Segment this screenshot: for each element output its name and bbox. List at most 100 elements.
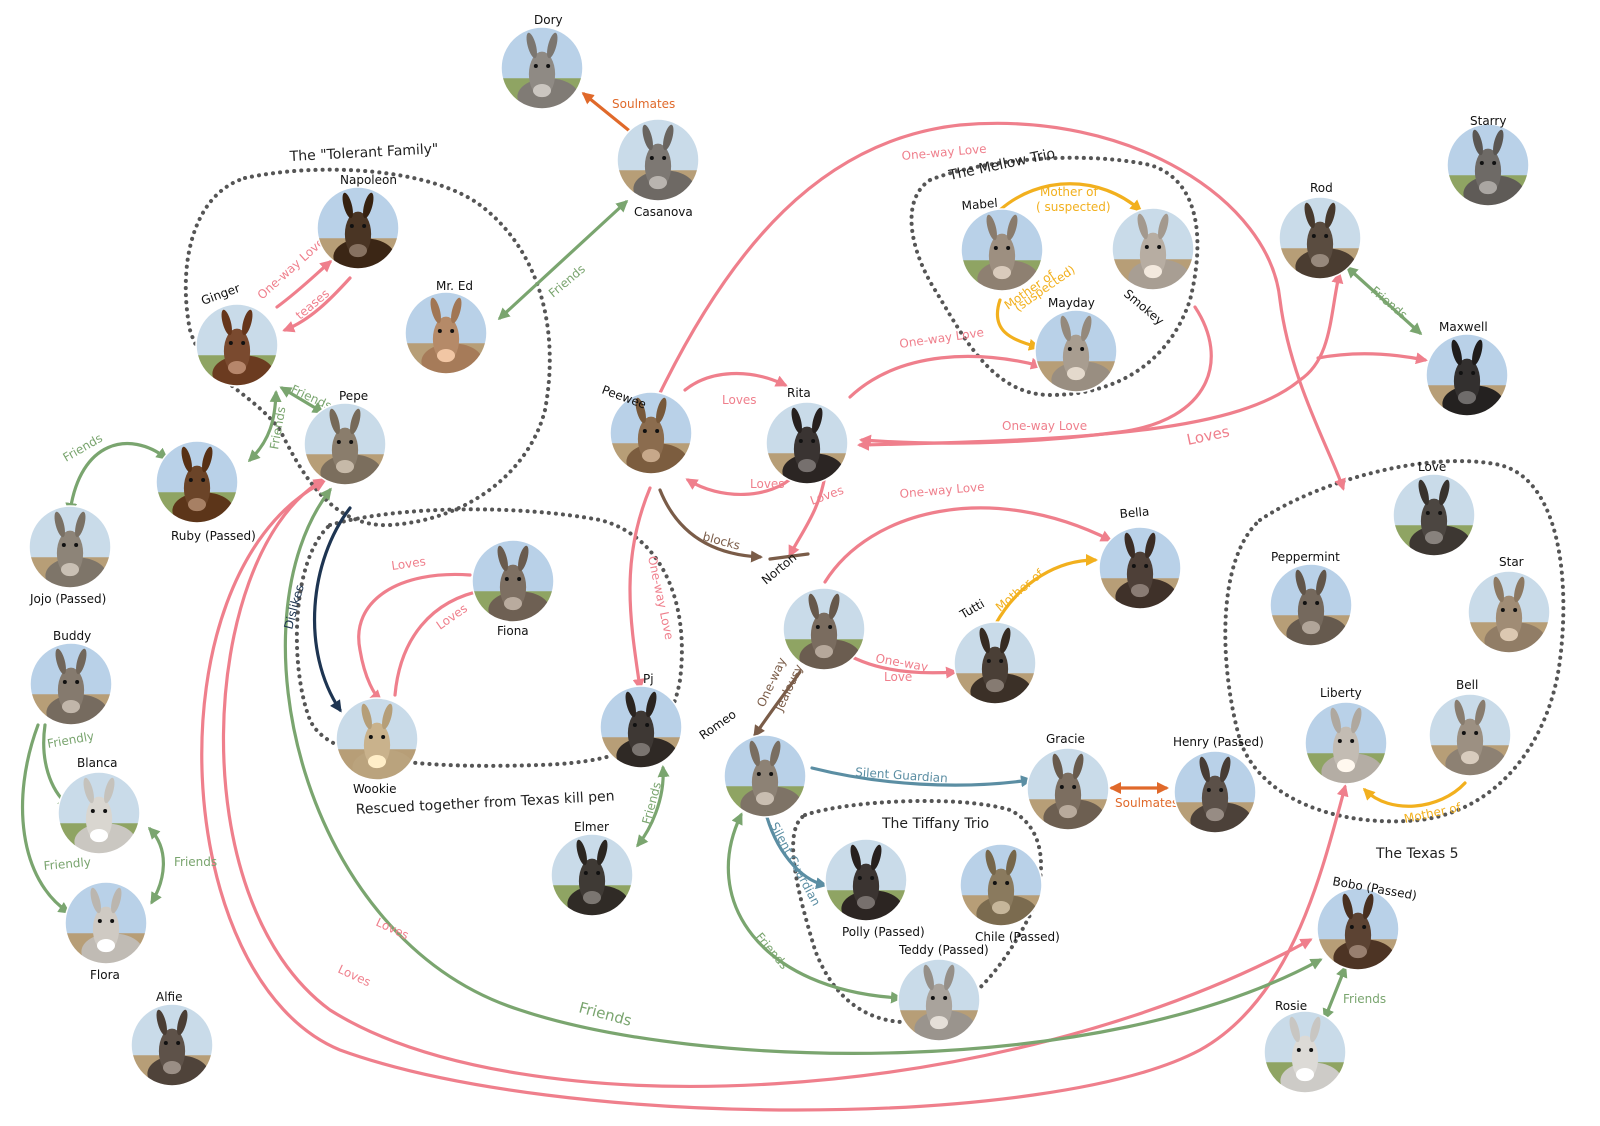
donkey-node-teddy[interactable]: Teddy (Passed) <box>897 943 989 1051</box>
donkey-node-alfie[interactable]: Alfie <box>130 990 214 1096</box>
donkey-name: Dory <box>534 13 563 27</box>
donkey-name: Wookie <box>353 782 397 796</box>
label-loves-pepe-bobo: Loves <box>374 915 411 942</box>
donkey-node-gracie[interactable]: Gracie <box>1026 732 1110 840</box>
edge-block-bar <box>768 552 810 561</box>
donkey-node-smokey[interactable]: Smokey <box>1111 207 1195 328</box>
label-soulmates-gracie-henry: Soulmates <box>1115 796 1178 810</box>
donkey-name: Bell <box>1456 678 1478 692</box>
edge-loves-rita-norton <box>788 473 827 558</box>
edge-oneway-norton-bella <box>823 506 1113 584</box>
donkey-node-rod[interactable]: Rod <box>1278 181 1362 289</box>
donkey-node-bell[interactable]: Bell <box>1428 678 1512 786</box>
donkey-name: Pj <box>643 672 654 686</box>
donkey-node-blanca[interactable]: Blanca <box>57 756 141 864</box>
donkey-node-fiona[interactable]: Fiona <box>471 539 555 638</box>
donkey-node-rosie[interactable]: Rosie <box>1263 999 1347 1103</box>
donkey-name: Buddy <box>53 629 91 643</box>
donkey-node-mr-ed[interactable]: Mr. Ed <box>404 279 488 384</box>
donkey-node-love[interactable]: Love <box>1392 460 1476 566</box>
donkey-name: Liberty <box>1320 686 1362 700</box>
donkey-photo <box>65 882 147 964</box>
donkey-node-chile[interactable]: Chile (Passed) <box>959 843 1060 944</box>
donkey-node-tutti[interactable]: Tutti <box>953 597 1037 715</box>
edge-soulmates-dory-casanova <box>581 92 640 139</box>
edge-friends-pepe-bobo <box>283 487 1323 1055</box>
donkey-name: Polly (Passed) <box>842 925 925 939</box>
donkey-name: Alfie <box>156 990 182 1004</box>
donkey-photo <box>1317 888 1399 970</box>
donkey-node-buddy[interactable]: Buddy <box>29 629 113 735</box>
donkey-node-casanova[interactable]: Casanova <box>616 118 700 219</box>
edge-friendly-buddy-flora <box>21 723 71 914</box>
donkey-node-maxwell[interactable]: Maxwell <box>1425 320 1509 426</box>
edge-loves-pepe-liberty <box>200 480 1349 1112</box>
donkey-photo <box>1426 334 1508 416</box>
edge-friends-ginger-pepe <box>279 386 325 414</box>
edge-friends-romeo-teddy <box>726 812 903 1004</box>
donkey-name: Mr. Ed <box>436 279 473 293</box>
label-loves-rita-norton: Loves <box>808 483 845 508</box>
donkey-photo <box>1393 474 1475 556</box>
edge-jealousy-norton-romeo <box>753 670 802 738</box>
donkey-node-bella[interactable]: Bella <box>1098 504 1182 619</box>
edge-loves-rita-peewee <box>685 473 797 496</box>
donkey-node-wookie[interactable]: Wookie <box>335 697 419 796</box>
donkey-name: Gracie <box>1046 732 1085 746</box>
label-friends-bobo-rosie: Friends <box>1343 992 1386 1006</box>
group-label-texas5: The Texas 5 <box>1375 846 1459 862</box>
donkey-name: Star <box>1499 555 1524 569</box>
donkey-node-peewee[interactable]: Peewee <box>600 383 693 485</box>
donkey-node-flora[interactable]: Flora <box>64 881 148 982</box>
donkey-node-star[interactable]: Star <box>1467 555 1551 663</box>
label-loves-fiona-wookie: Loves <box>390 554 426 573</box>
donkey-name: Rod <box>1310 181 1333 195</box>
donkey-node-henry[interactable]: Henry (Passed) <box>1173 735 1264 843</box>
label-oneway-peewee-pj: One-way Love <box>645 555 676 641</box>
edge-friends-rod-maxwell <box>1345 265 1423 336</box>
donkey-photo <box>156 441 238 523</box>
donkey-node-jojo[interactable]: Jojo (Passed) <box>28 505 112 606</box>
donkey-node-bobo[interactable]: Bobo (Passed) <box>1316 874 1418 980</box>
donkey-photo <box>196 304 278 386</box>
donkey-photo <box>960 844 1042 926</box>
label-loves-rita-peewee: Loves <box>750 477 785 491</box>
donkey-photo <box>405 292 487 374</box>
edge-friends-blanca-flora <box>147 826 165 905</box>
donkey-photo <box>1279 197 1361 279</box>
donkey-node-romeo[interactable]: Romeo <box>697 707 807 827</box>
donkey-photo <box>1027 748 1109 830</box>
label-mother-mabel-smokey-note: ( suspected) <box>1036 200 1111 214</box>
donkey-node-pepe[interactable]: Pepe <box>303 389 387 495</box>
donkey-name: Romeo <box>697 707 739 742</box>
donkey-photo <box>610 392 692 474</box>
donkey-name: Jojo (Passed) <box>29 592 106 606</box>
label-oneway-norton-bella: One-way Love <box>899 480 985 501</box>
donkey-photo <box>1468 571 1550 653</box>
donkey-photo <box>131 1004 213 1086</box>
donkey-name: Elmer <box>574 820 609 834</box>
donkey-node-napoleon[interactable]: Napoleon <box>316 173 400 279</box>
tolerant-family-outline <box>183 167 552 528</box>
donkey-name: Napoleon <box>340 173 397 187</box>
edge-friends-pj-elmer <box>636 765 670 848</box>
edge-loves-fiona-wookie <box>357 572 472 703</box>
edge-friends-ruby-jojo <box>65 442 169 515</box>
donkey-node-peppermint[interactable]: Peppermint <box>1269 550 1353 656</box>
label-loves-pepe-liberty: Loves <box>336 962 373 989</box>
label-mother-tutti-bella: Mother of <box>993 566 1047 614</box>
donkey-name: Rosie <box>1275 999 1307 1013</box>
donkey-name: Maxwell <box>1439 320 1488 334</box>
donkey-photo <box>501 27 583 109</box>
donkey-node-polly[interactable]: Polly (Passed) <box>824 838 925 939</box>
donkey-node-pj[interactable]: Pj <box>599 672 683 778</box>
donkey-name: Blanca <box>77 756 117 770</box>
label-oneway-rita-mayday: One-way Love <box>898 325 984 351</box>
donkey-node-liberty[interactable]: Liberty <box>1304 686 1388 794</box>
donkey-node-elmer[interactable]: Elmer <box>550 820 634 926</box>
donkey-node-ruby[interactable]: Ruby (Passed) <box>155 440 256 543</box>
group-label-tolerant: The "Tolerant Family" <box>288 141 438 165</box>
donkey-node-dory[interactable]: Dory <box>500 13 584 119</box>
donkey-node-starry[interactable]: Starry <box>1446 114 1530 216</box>
